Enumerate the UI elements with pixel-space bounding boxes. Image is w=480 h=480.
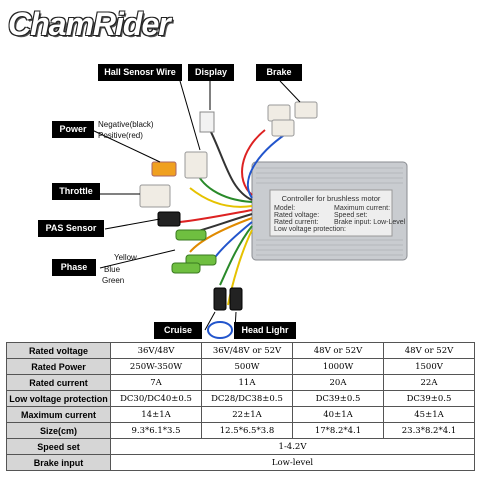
table-row: Rated current 7A 11A 20A 22A [6,374,475,391]
controller-line: Maximum current: [334,205,390,212]
table-cell-merged: 1-4.2V [110,438,475,455]
brand-logo-text: ChamRider [8,6,171,42]
table-cell: 45±1A [383,406,475,423]
table-cell: 1000W [292,358,384,375]
callout-display: Display [188,64,234,81]
table-row: Rated Power 250W-350W 500W 1000W 1500V [6,358,475,375]
row-label: Maximum current [6,406,111,423]
table-cell: 17*8.2*4.1 [292,422,384,439]
table-cell: 1500V [383,358,475,375]
callout-phase: Phase [52,259,96,276]
table-cell: 12.5*6.5*3.8 [201,422,293,439]
table-cell: 7A [110,374,202,391]
controller-line: Model: [274,205,295,212]
controller-line: Low voltage protection: [274,226,346,233]
callout-cruise: Cruise [154,322,202,339]
table-cell: 250W-350W [110,358,202,375]
controller-line: Rated current: [274,219,318,226]
table-cell: DC28/DC38±0.5 [201,390,293,407]
controller-body [251,161,408,261]
table-cell: 22A [383,374,475,391]
callout-head-light: Head Lighr [234,322,296,339]
row-label: Brake input [6,454,111,471]
controller-title: Controller for brushless motor [282,194,381,203]
spec-table: Rated voltage 36V/48V 36V/48V or 52V 48V… [6,342,475,471]
table-cell: 500W [201,358,293,375]
table-row: Speed set 1-4.2V [6,438,475,455]
row-label: Size(cm) [6,422,111,439]
note-yellow-wire: Yellow [114,253,137,262]
row-label: Speed set [6,438,111,455]
table-cell: 11A [201,374,293,391]
row-label: Low voltage protection [6,390,111,407]
table-cell: DC30/DC40±0.5 [110,390,202,407]
table-cell: 22±1A [201,406,293,423]
row-label: Rated voltage [6,342,111,359]
connectors [139,101,318,339]
table-row: Brake input Low-level [6,454,475,471]
table-cell: 36V/48V or 52V [201,342,293,359]
callout-throttle: Throttle [52,183,100,200]
table-row: Rated voltage 36V/48V 36V/48V or 52V 48V… [6,342,475,359]
table-cell-merged: Low-level [110,454,475,471]
callout-power: Power [52,121,94,138]
wiring-diagram: Controller for brushless motor Model: Ra… [0,50,480,340]
note-negative-wire: Negative(black) [98,120,154,129]
callout-hall-sensor-wire: Hall Senosr Wire [98,64,182,81]
leader-lines [91,80,301,331]
controller-line: Brake input: Low-Level [334,219,406,226]
controller-line: Rated voltage: [274,212,319,219]
callout-brake: Brake [256,64,302,81]
table-cell: 48V or 52V [292,342,384,359]
note-blue-wire: Blue [104,265,121,274]
table-cell: 48V or 52V [383,342,475,359]
table-cell: 9.3*6.1*3.5 [110,422,202,439]
controller-line: Speed set: [334,212,368,219]
row-label: Rated Power [6,358,111,375]
note-green-wire: Green [102,276,125,285]
table-row: Low voltage protection DC30/DC40±0.5 DC2… [6,390,475,407]
table-row: Maximum current 14±1A 22±1A 40±1A 45±1A [6,406,475,423]
table-cell: 36V/48V [110,342,202,359]
wiring-illustration: Controller for brushless motor Model: Ra… [91,80,408,339]
note-positive-wire: Positive(red) [98,131,143,140]
controller-label: Controller for brushless motor Model: Ra… [274,194,406,233]
table-cell: 40±1A [292,406,384,423]
table-cell: 23.3*8.2*4.1 [383,422,475,439]
table-row: Size(cm) 9.3*6.1*3.5 12.5*6.5*3.8 17*8.2… [6,422,475,439]
table-cell: 14±1A [110,406,202,423]
row-label: Rated current [6,374,111,391]
table-cell: DC39±0.5 [292,390,384,407]
table-cell: DC39±0.5 [383,390,475,407]
table-cell: 20A [292,374,384,391]
brand-logo: ChamRider [8,6,198,46]
callout-pas-sensor: PAS Sensor [38,220,104,237]
